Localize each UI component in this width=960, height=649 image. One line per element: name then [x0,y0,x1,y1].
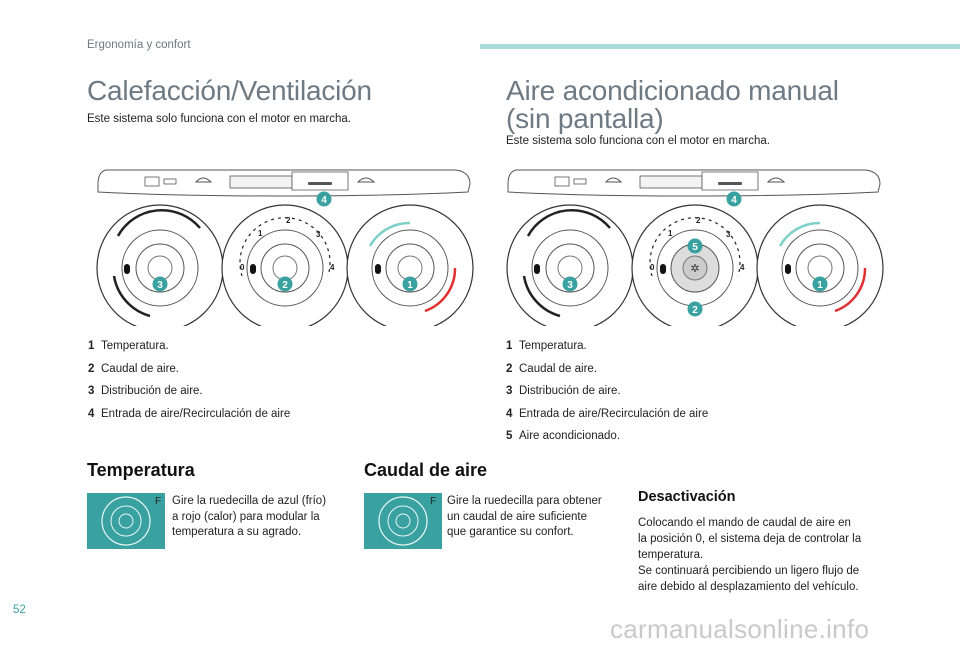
svg-text:3: 3 [567,280,573,291]
ac-panel-illustration: 4 3 ✲ 0 1 2 3 4 5 2 1 [506,169,884,326]
svg-text:3: 3 [157,280,163,291]
heating-panel-illustration: 4 3 0 1 2 3 4 2 1 [96,169,474,326]
left-title: Calefacción/Ventilación [87,75,372,106]
right-title-line1: Aire acondicionado manual [506,75,839,106]
temperature-dial: 1 [346,204,474,326]
svg-text:0: 0 [650,263,655,272]
arrow-bullet-icon: F [430,496,437,507]
right-lead: Este sistema solo funciona con el motor … [506,135,770,147]
caudal-heading: Caudal de aire [364,460,488,480]
temperature-dial-thumbnail [87,493,165,549]
svg-text:4: 4 [731,195,737,206]
caudal-instruction: F Gire la ruedecilla para obtener un cau… [430,495,602,538]
fan-speed-dial: ✲ 0 1 2 3 4 5 2 [631,204,759,326]
svg-text:5: 5 [692,242,698,253]
callout-5 [687,238,703,254]
svg-text:1: 1 [258,229,263,238]
svg-text:4: 4 [321,195,327,206]
svg-text:3: 3 [316,230,321,239]
car-outside-air-icon [194,177,213,183]
left-lead: Este sistema solo funciona con el motor … [87,113,351,125]
desactivacion-heading: Desactivación [638,489,736,505]
svg-text:2: 2 [286,216,291,225]
svg-text:0: 0 [240,263,245,272]
header-accent-bar [480,44,960,49]
svg-text:4: 4 [740,263,745,272]
callout-1 [402,276,418,292]
fan-speed-dial: 0 1 2 3 4 2 [221,204,349,326]
svg-text:1: 1 [407,280,413,291]
svg-text:✲: ✲ [690,263,699,275]
section-header: Ergonomía y confort [87,39,191,51]
center-slot [229,175,293,189]
svg-text:1: 1 [817,280,823,291]
desactivacion-text: Colocando el mando de caudal de aire en … [638,517,862,593]
callout-4 [316,191,332,207]
blank-switch-icon [573,178,587,185]
svg-text:2: 2 [282,280,288,291]
temperatura-instruction: F Gire la ruedecilla de azul (frío) a ro… [155,495,327,538]
page-number: 52 [13,604,26,616]
right-title-line2: (sin pantalla) [506,103,664,134]
recirculation-icon [766,177,786,183]
svg-text:2: 2 [696,216,701,225]
temperature-dial: 1 [756,204,884,326]
callout-3 [152,276,168,292]
svg-text:1: 1 [668,229,673,238]
arrow-bullet-icon: F [155,496,162,507]
fan-dial-thumbnail [364,493,442,549]
svg-text:3: 3 [726,230,731,239]
temperatura-heading: Temperatura [87,460,195,480]
rear-defrost-icon [144,176,160,187]
car-outside-air-icon [604,177,623,183]
svg-text:2: 2 [692,305,698,316]
blank-switch-icon [163,178,177,185]
watermark: carmanualsonline.info [610,614,870,644]
air-distribution-dial: 3 [506,204,634,326]
callout-2 [277,276,293,292]
svg-text:4: 4 [330,263,335,272]
air-distribution-dial: 3 [96,204,224,326]
rear-defrost-icon [554,176,570,187]
recirculation-icon [356,177,376,183]
